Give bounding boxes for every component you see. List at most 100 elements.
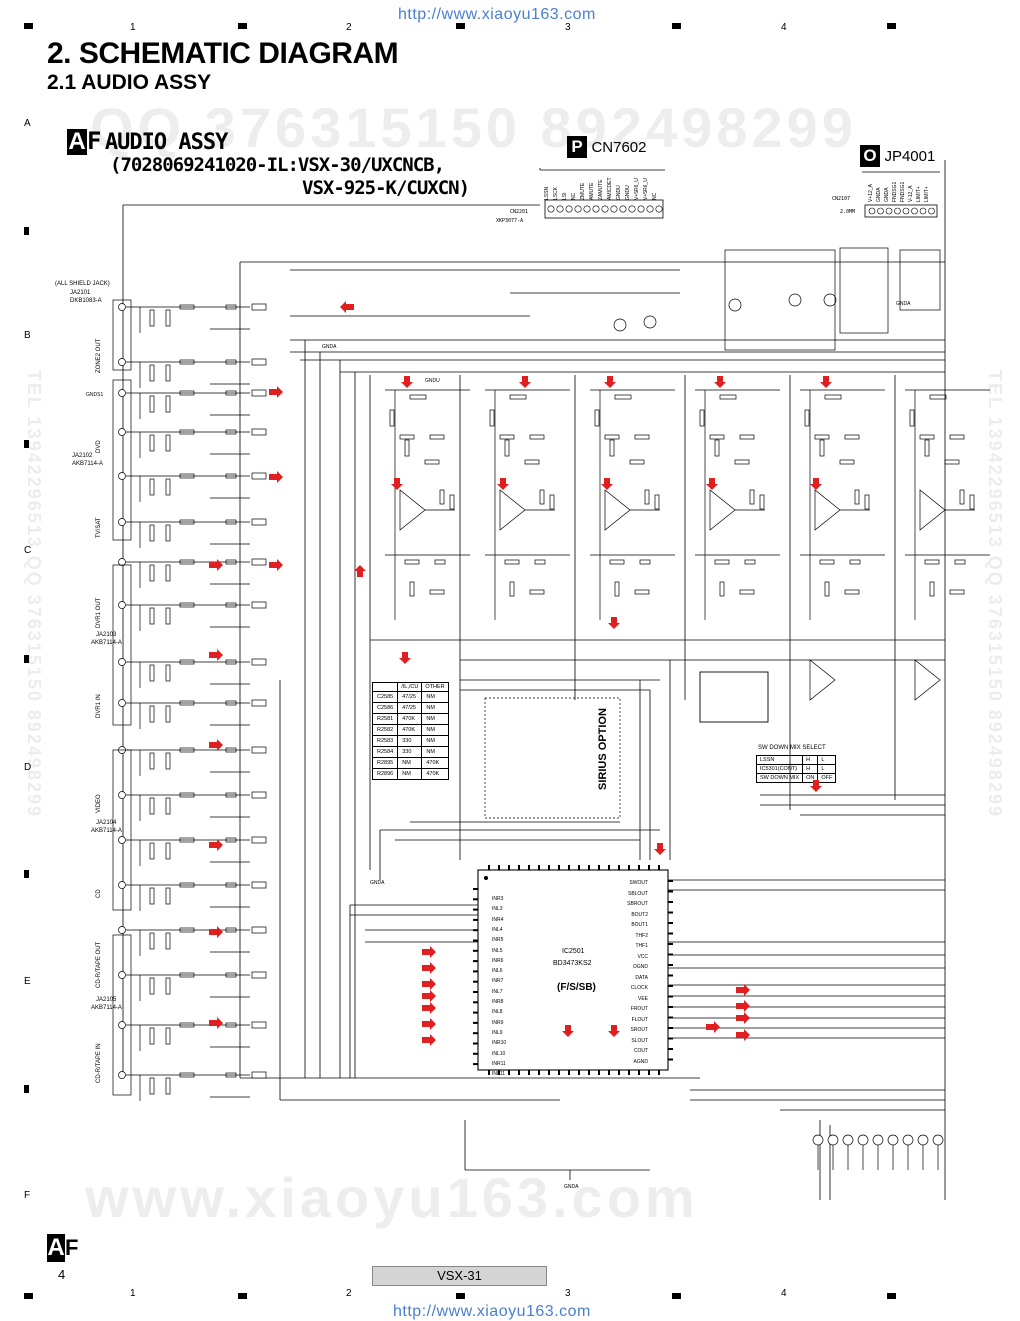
ic5301-body xyxy=(699,671,769,723)
resistor xyxy=(399,434,415,440)
block-letter-a: A xyxy=(67,128,87,155)
block-name: AUDIO ASSY xyxy=(104,130,228,155)
row-label: A xyxy=(24,118,31,129)
jp4001-pin xyxy=(885,207,893,215)
ic-pin xyxy=(473,1011,478,1014)
resistor xyxy=(149,395,155,413)
frame-marker xyxy=(887,23,896,29)
capacitor xyxy=(534,559,546,565)
signal-arrow-right xyxy=(209,739,223,751)
ic-pin xyxy=(668,890,673,893)
ic-pin xyxy=(668,911,673,914)
signal-arrow-right xyxy=(269,471,283,483)
resistor xyxy=(149,932,155,950)
ic-pin xyxy=(473,1052,478,1055)
ic-pin xyxy=(473,918,478,921)
ic-pin xyxy=(558,1070,560,1075)
transistor-array xyxy=(812,1134,944,1170)
capacitor xyxy=(844,434,860,440)
resistor xyxy=(149,797,155,815)
signal-arrow-down xyxy=(519,376,531,388)
resistor xyxy=(929,394,947,400)
ic-pin xyxy=(668,1037,673,1040)
transistor xyxy=(827,1134,839,1146)
jp4001-pin xyxy=(877,207,884,215)
capacitor xyxy=(849,559,861,565)
ja2102-part: AKB7114-A xyxy=(72,461,103,467)
ic-pin xyxy=(473,908,478,911)
row-label: E xyxy=(24,976,31,987)
ic2501-pin-name: SLOUT xyxy=(631,1037,648,1044)
net-label-box xyxy=(251,971,267,979)
resistor xyxy=(504,559,520,565)
ic-pin xyxy=(548,1070,550,1075)
resistor xyxy=(165,887,171,905)
capacitor xyxy=(225,304,237,310)
resistor xyxy=(165,364,171,382)
jack-bracket xyxy=(112,564,132,726)
ground-label: GNDA xyxy=(322,344,337,350)
connector-o-letter: O xyxy=(860,145,880,167)
ic2501-pin-name: INR3 xyxy=(492,896,504,902)
cn7602-pin xyxy=(592,205,600,213)
ic-pin xyxy=(588,1070,590,1075)
connector-p-letter: P xyxy=(567,136,587,158)
ic-pin xyxy=(668,922,673,924)
component-block xyxy=(724,249,836,351)
footer-letter-f: F xyxy=(65,1235,79,1260)
cn2201-label: CN2201 xyxy=(510,209,529,215)
resistor xyxy=(165,932,171,950)
ic-pin xyxy=(578,1070,580,1075)
transistor xyxy=(872,1134,884,1146)
cn7602-pin xyxy=(628,205,636,213)
jack-terminal xyxy=(118,303,126,311)
jack-bracket xyxy=(112,934,132,1096)
top-url-link[interactable]: http://www.xiaoyu163.com xyxy=(398,6,596,23)
column-label: 2 xyxy=(346,1288,352,1299)
ic2501-pin-name: INR4 xyxy=(492,916,504,923)
bottom-url-link[interactable]: http://www.xiaoyu163.com xyxy=(393,1303,591,1320)
signal-arrow-right xyxy=(269,386,283,398)
ic-pin xyxy=(668,1016,673,1019)
capacitor xyxy=(225,837,237,843)
ic-pin xyxy=(568,1070,570,1075)
frame-marker xyxy=(887,1293,896,1299)
cn7602-pin xyxy=(646,205,654,213)
watermark-site: www.xiaoyu163.com xyxy=(85,1166,699,1229)
signal-arrow-left xyxy=(340,301,354,313)
cn2107-label: CN2107 xyxy=(832,196,851,202)
ic2501-pin-name: VEE xyxy=(637,995,648,1002)
ic-pin xyxy=(473,949,478,952)
resistor xyxy=(714,439,720,457)
column-label: 4 xyxy=(781,22,787,33)
opamp xyxy=(604,489,631,531)
net-label-box xyxy=(251,658,267,666)
signal-arrow-right xyxy=(209,839,223,851)
jp4001-pin xyxy=(911,207,918,215)
signal-arrow-right xyxy=(422,1018,436,1030)
ic2501-pin-name: FLOUT xyxy=(631,1016,648,1023)
jack-terminal xyxy=(118,881,126,889)
ic-pin xyxy=(473,888,478,890)
ic2501-pin-name: CLOCK xyxy=(630,985,648,991)
ic-pin xyxy=(473,939,478,942)
ic2501-pin-name: AGND xyxy=(633,1058,648,1065)
schematic-wires xyxy=(122,160,946,1200)
footer-model: VSX-31 xyxy=(372,1266,547,1286)
ic-pin xyxy=(668,1058,673,1061)
signal-arrow-right xyxy=(269,559,283,571)
ic-pin xyxy=(668,964,673,966)
capacitor xyxy=(225,429,237,435)
resistor xyxy=(864,494,870,510)
resistor xyxy=(149,478,155,496)
net-label-box xyxy=(251,791,267,799)
ic-pin xyxy=(473,970,478,973)
ic2501-pin-name: INL5 xyxy=(492,947,503,954)
ic-pin xyxy=(538,865,540,870)
resistor xyxy=(165,1077,171,1095)
capacitor xyxy=(225,659,237,665)
resistor xyxy=(629,459,645,465)
